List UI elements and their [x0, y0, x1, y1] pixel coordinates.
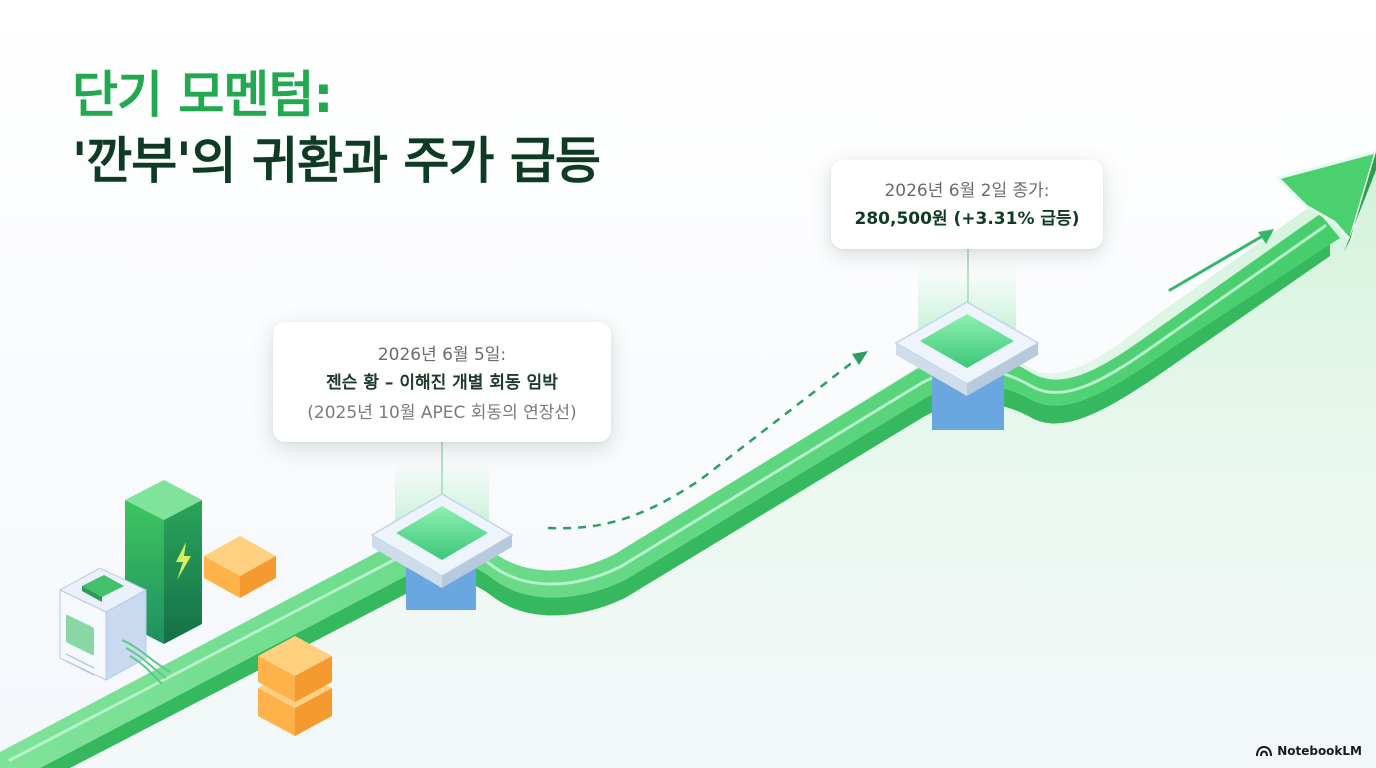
callout-meeting-note: (2025년 10월 APEC 회동의 연장선): [307, 403, 577, 423]
callout-close-date: 2026년 6월 2일 종가:: [884, 181, 1050, 201]
dashed-arrow-head: [852, 351, 868, 365]
small-arrow-head: [1258, 229, 1274, 244]
callout-meeting-date: 2026년 6월 5일:: [377, 345, 507, 365]
server-box: [58, 567, 171, 685]
title-line-1: 단기 모멘텀:: [72, 66, 333, 124]
arrow-head-icon: [1276, 150, 1376, 242]
lightning-icon: [176, 542, 191, 580]
notebooklm-logo-icon: [1256, 745, 1273, 757]
brand-watermark: NotebookLM: [1256, 744, 1362, 758]
growth-path-side: [40, 238, 1330, 768]
callout-close-price: 280,500원 (+3.31% 급등): [854, 209, 1080, 229]
orange-block-stack: [258, 636, 332, 736]
title-line-2: '깐부'의 귀환과 주가 급등: [72, 132, 601, 190]
growth-path: [0, 214, 1340, 768]
orange-block-upper: [204, 536, 276, 598]
dashed-trend-arrow: [547, 357, 859, 530]
milestone-pad-close: [894, 301, 1040, 430]
callout-meeting-event: 젠슨 황 – 이해진 개별 회동 임박: [326, 373, 558, 393]
page-title: 단기 모멘텀: '깐부'의 귀환과 주가 급등: [72, 62, 601, 194]
small-arrow-icon: [1168, 232, 1268, 292]
brand-label: NotebookLM: [1277, 744, 1362, 758]
callout-meeting-card: 2026년 6월 5일: 젠슨 황 – 이해진 개별 회동 임박 (2025년 …: [273, 322, 611, 442]
milestone-pad-meeting: [370, 493, 514, 610]
callout-close-card: 2026년 6월 2일 종가: 280,500원 (+3.31% 급등): [831, 160, 1103, 249]
